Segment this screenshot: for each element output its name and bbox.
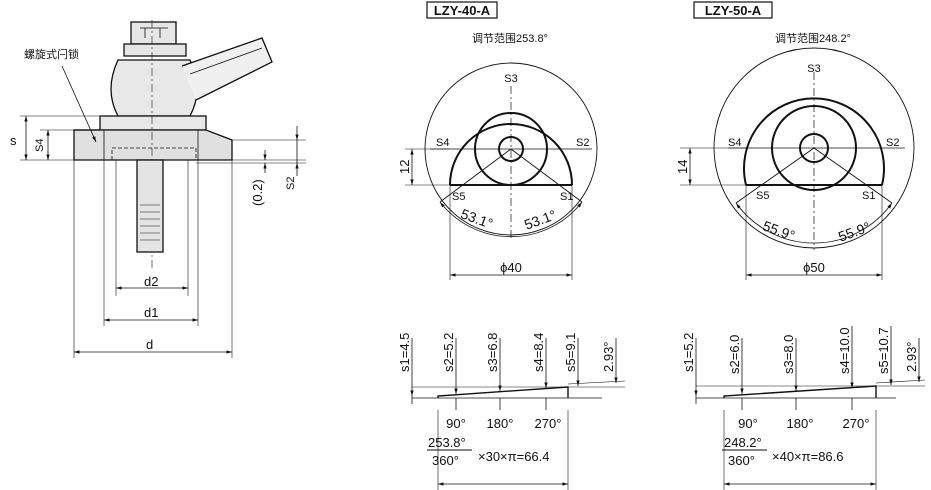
side-view-labels: 螺旋式闩锁 s S4 (0.2) S2 d2 d1 d — [10, 47, 297, 352]
lzy50-slope: 2.93° — [904, 341, 919, 372]
dim-s4-label: S4 — [34, 139, 46, 152]
lzy50-step-5: s5=10.7 — [876, 327, 891, 374]
lzy50-step-graph: s1=5.2 s2=6.0 s3=8.0 s4=10.0 s5=10.7 2.9… — [681, 326, 926, 490]
lzy40-step-3: s3=6.8 — [485, 333, 500, 372]
lzy40-ramp — [437, 386, 569, 398]
lzy40-step-graph: s1=4.5 s2=5.2 s3=6.8 s4=8.4 s5=9.1 2.93°… — [397, 333, 626, 490]
lzy40-s1: S1 — [560, 191, 573, 203]
lzy40-diameter: ϕ40 — [500, 260, 522, 275]
lock-label: 螺旋式闩锁 — [24, 47, 79, 61]
lzy40-step-markers — [410, 338, 618, 410]
lzy50-title-box — [693, 1, 773, 19]
lzy50-range: 调节范围248.2° — [775, 31, 851, 45]
lzy40-step-5: s5=9.1 — [563, 333, 578, 372]
lzy40-step-1: s1=4.5 — [397, 333, 412, 372]
side-view — [20, 20, 306, 358]
lzy40-frac-den: 360° — [432, 453, 459, 468]
lzy50-frac-num: 248.2° — [724, 435, 762, 450]
lzy50-step-3: s3=8.0 — [781, 335, 796, 374]
lzy50-s2: S2 — [886, 137, 899, 149]
lzy50-s1: S1 — [862, 190, 875, 202]
base-plate — [73, 129, 233, 161]
lzy40-tick-180: 180° — [487, 416, 514, 431]
lzy50-step-2: s2=6.0 — [727, 335, 742, 374]
lzy50-step-markers — [694, 326, 921, 410]
lzy40-tick-90: 90° — [446, 416, 466, 431]
dim-d-label: d — [146, 337, 153, 352]
lzy50-frac-den: 360° — [728, 453, 755, 468]
lzy40-frac-num: 253.8° — [428, 435, 466, 450]
lzy50-tick-180: 180° — [787, 416, 814, 431]
lzy40-top-view: LZY-40-A 调节范围253.8° S3 S4 S2 S5 S1 12 53… — [397, 1, 598, 280]
lzy50-angle-right: 55.9° — [836, 218, 872, 244]
lzy50-diameter: ϕ50 — [803, 260, 825, 275]
lock-leader — [61, 65, 97, 143]
lzy50-formula: ×40×π=86.6 — [772, 449, 844, 464]
handle-arm — [181, 37, 273, 101]
lzy40-s2: S2 — [576, 137, 589, 149]
lzy40-title: LZY-40-A — [434, 3, 491, 18]
collar — [99, 115, 207, 131]
lzy40-title-box — [426, 1, 498, 19]
dim-gap-label: (0.2) — [250, 179, 265, 206]
lzy50-s5: S5 — [756, 190, 769, 202]
lzy50-tick-270: 270° — [843, 416, 870, 431]
dim-s2-label: S2 — [285, 177, 297, 190]
lzy40-height: 12 — [397, 160, 412, 174]
lzy50-height: 14 — [675, 160, 690, 174]
lzy50-angle-arc — [735, 202, 893, 244]
dim-s-label: s — [10, 133, 17, 148]
dim-d1-label: d1 — [144, 305, 158, 320]
lzy40-angle-arc — [439, 201, 583, 238]
bolt-head — [130, 21, 177, 45]
lzy40-s5: S5 — [452, 191, 465, 203]
lzy50-step-1: s1=5.2 — [681, 333, 696, 372]
lzy50-step-4: s4=10.0 — [837, 327, 852, 374]
dim-d2-label: d2 — [144, 274, 158, 289]
lzy40-s3: S3 — [504, 73, 517, 85]
lzy50-s4: S4 — [728, 137, 741, 149]
lzy40-formula: ×30×π=66.4 — [478, 449, 550, 464]
lzy40-angle-right: 53.1° — [522, 206, 558, 232]
lzy40-step-4: s4=8.4 — [531, 333, 546, 372]
lzy40-s4: S4 — [436, 137, 449, 149]
bolt-flange — [123, 43, 187, 57]
lzy50-top-view: LZY-50-A 调节范围248.2° S3 S4 S2 S5 S1 14 55… — [675, 1, 915, 280]
lzy40-tick-270: 270° — [535, 416, 562, 431]
stud — [136, 159, 164, 253]
lzy40-slope: 2.93° — [601, 341, 616, 372]
lzy40-step-2: s2=5.2 — [441, 333, 456, 372]
lzy50-tick-90: 90° — [738, 416, 758, 431]
lzy40-range: 调节范围253.8° — [472, 31, 548, 45]
lzy50-angle-left: 55.9° — [761, 217, 797, 243]
lzy50-s3: S3 — [807, 63, 820, 75]
lzy50-ramp — [723, 385, 877, 398]
lzy50-title: LZY-50-A — [705, 3, 762, 18]
